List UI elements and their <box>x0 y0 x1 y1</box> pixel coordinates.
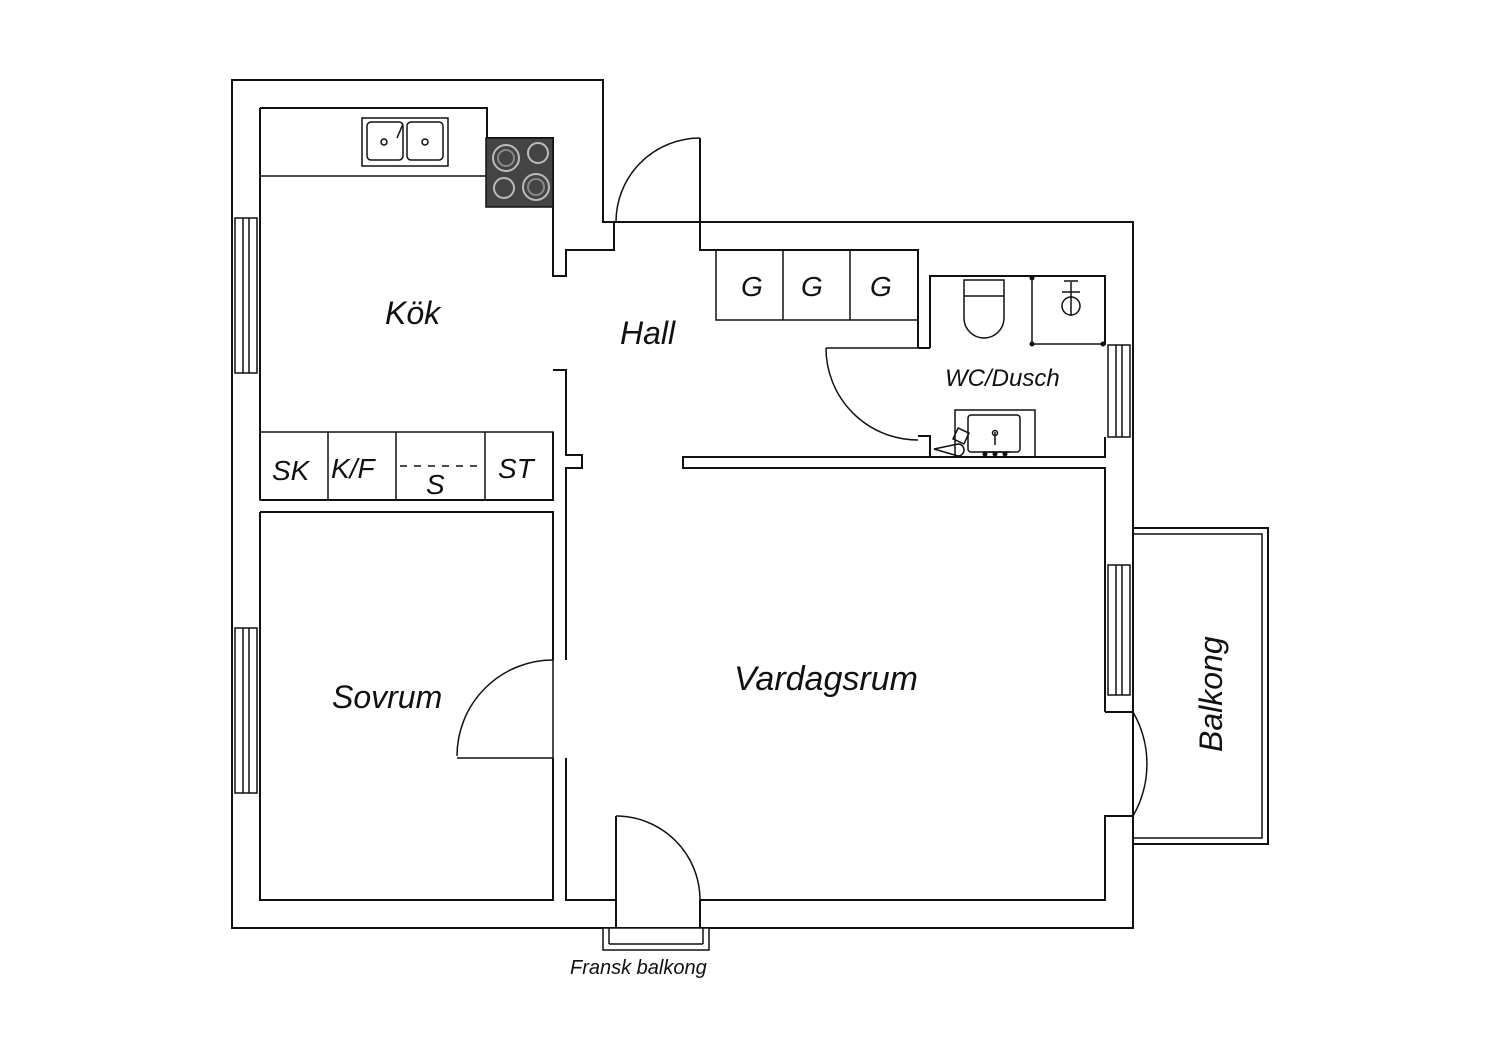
storage-labels: G G G SK K/F S ST <box>272 271 892 500</box>
room-label-hall: Hall <box>620 315 676 351</box>
closet-label-2: G <box>801 271 823 302</box>
front-door <box>615 137 701 223</box>
room-label-bedroom: Sovrum <box>332 679 442 715</box>
room-label-balcony: Balkong <box>1193 636 1229 752</box>
sink-icon <box>361 117 449 167</box>
french-balcony-label: Fransk balkong <box>570 957 707 979</box>
french-balcony-door <box>615 815 701 928</box>
storage-label-kf: K/F <box>331 453 376 484</box>
closet-label-3: G <box>870 271 892 302</box>
bathroom-door <box>825 347 919 441</box>
toilet-icon <box>963 279 1005 339</box>
washbasin-tap-icon <box>933 427 1010 457</box>
storage-label-st: ST <box>498 453 536 484</box>
bathroom-sink-icon <box>954 409 1036 458</box>
room-label-kitchen: Kök <box>385 295 442 331</box>
room-labels: Kök Hall WC/Dusch Sovrum Vardagsrum Balk… <box>332 295 1229 752</box>
storage-label-sk: SK <box>272 455 311 486</box>
balcony <box>1133 527 1269 845</box>
windows <box>234 217 1131 794</box>
outer-walls <box>231 79 1134 929</box>
hall-closets <box>715 249 919 321</box>
room-label-living: Vardagsrum <box>734 660 918 698</box>
stove-icon <box>485 137 554 208</box>
closet-label-1: G <box>741 271 763 302</box>
shower-icon <box>1029 275 1106 347</box>
bedroom-door <box>456 659 554 759</box>
kitchen-storage-row <box>259 431 554 501</box>
storage-label-s: S <box>426 469 445 500</box>
room-label-bathroom: WC/Dusch <box>945 365 1060 392</box>
french-balcony-rail <box>602 927 710 951</box>
balcony-door <box>1132 711 1148 817</box>
